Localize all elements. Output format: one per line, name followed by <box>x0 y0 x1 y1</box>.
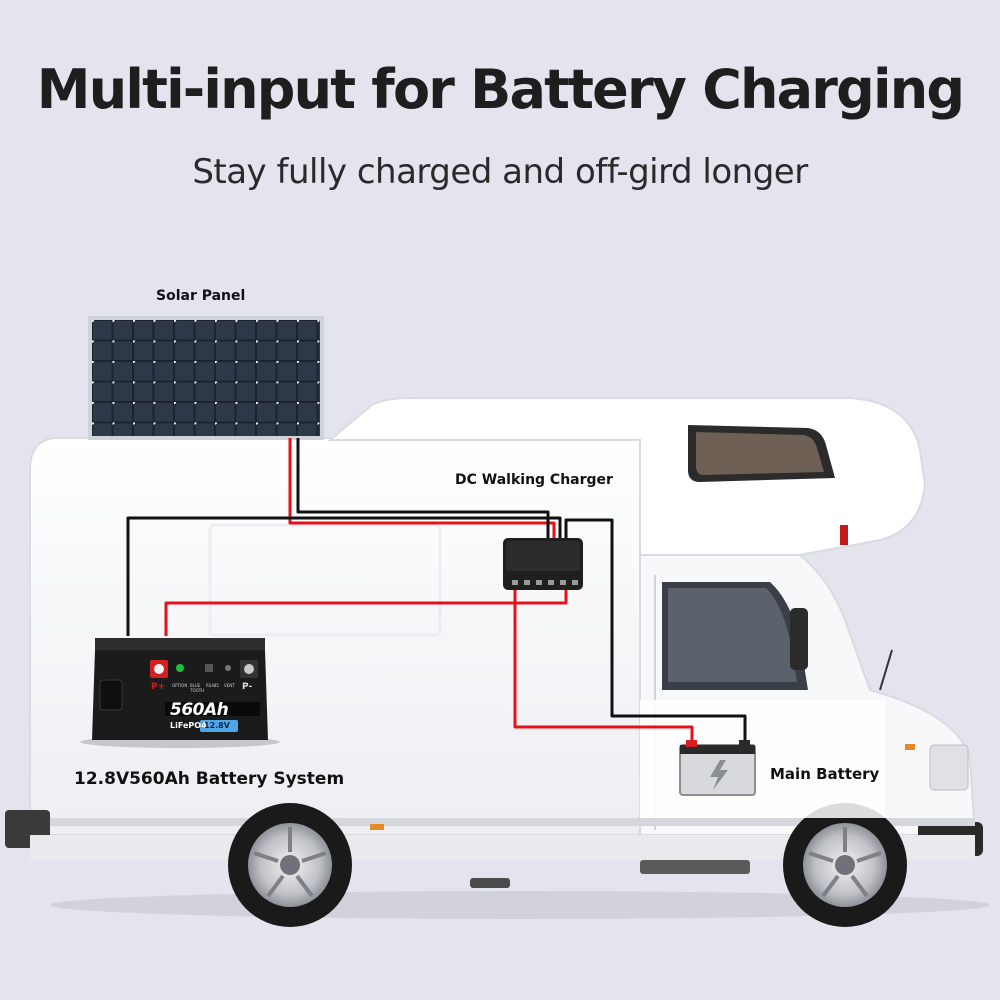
battery-voltage-label: 12.8V <box>204 721 230 730</box>
page-subtitle: Stay fully charged and off-gird longer <box>192 152 808 192</box>
battery-pos-terminal-label: P+ <box>151 682 166 692</box>
battery-port-rs485: RS485 <box>206 683 219 688</box>
dc-charger-label: DC Walking Charger <box>455 472 613 488</box>
main-battery <box>679 740 756 796</box>
battery-chemistry-label: LiFePO4 <box>170 721 207 730</box>
battery-neg-terminal-label: P- <box>242 682 253 692</box>
solar-panel <box>88 316 324 440</box>
front-wheel <box>783 803 907 927</box>
main-battery-label: Main Battery <box>770 765 880 783</box>
rear-wheel <box>228 803 352 927</box>
main-battery-highlight <box>640 700 885 818</box>
page-title: Multi-input for Battery Charging <box>36 58 965 121</box>
battery-port-vent: VENT <box>224 683 235 688</box>
battery-system <box>80 638 280 748</box>
battery-port-option: OPTION <box>172 683 188 688</box>
battery-system-label: 12.8V560Ah Battery System <box>74 769 345 789</box>
camper-van <box>5 397 990 919</box>
negative-wires <box>126 438 747 745</box>
positive-wires <box>164 438 694 745</box>
dc-walking-charger <box>503 538 583 590</box>
battery-port-bluetooth: BLUE TOOTH <box>190 683 205 693</box>
battery-capacity-label: 560Ah <box>170 700 229 720</box>
solar-panel-label: Solar Panel <box>156 288 246 304</box>
